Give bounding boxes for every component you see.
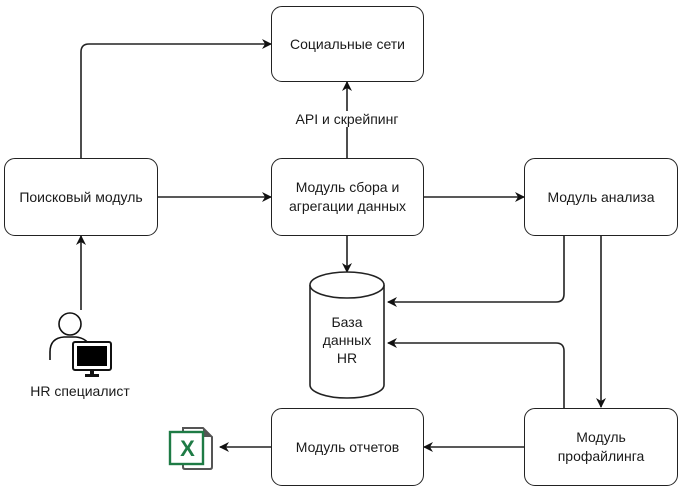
aggregation-module-node[interactable]: Модуль сбора и агрегации данных [271,158,424,236]
analysis-module-label: Модуль анализа [547,188,655,205]
database-node[interactable]: База данных HR [310,313,384,367]
excel-file-icon [168,427,213,470]
reports-module-node[interactable]: Модуль отчетов [271,408,424,486]
edge-search-to-social [80,39,272,158]
edge-analysis-to-database [387,236,565,307]
profiling-module-label-line1: Модуль [576,429,626,445]
analysis-module-node[interactable]: Модуль анализа [524,158,678,236]
social-networks-label: Социальные сети [289,35,405,52]
search-module-node[interactable]: Поисковый модуль [4,158,158,236]
database-label-line3: HR [336,350,358,366]
edge-profiling-to-database [387,338,565,408]
profiling-module-label-line2: профайлинга [557,448,645,464]
edge-label-api-scraping: API и скрейпинг [280,111,414,127]
database-label-line1: База [331,314,363,330]
search-module-label: Поисковый модуль [19,188,143,205]
reports-module-label: Модуль отчетов [295,438,400,455]
excel-x-glyph: X [180,436,195,461]
profiling-module-node[interactable]: Модуль профайлинга [524,408,678,486]
hr-specialist-label: HR специалист [20,383,140,399]
aggregation-module-label-line1: Модуль сбора и [295,179,400,195]
social-networks-node[interactable]: Социальные сети [271,6,424,82]
database-cylinder [309,271,385,399]
user-computer-icon [49,312,112,377]
database-label-line2: данных [322,332,372,348]
aggregation-module-label-line2: агрегации данных [288,198,407,214]
